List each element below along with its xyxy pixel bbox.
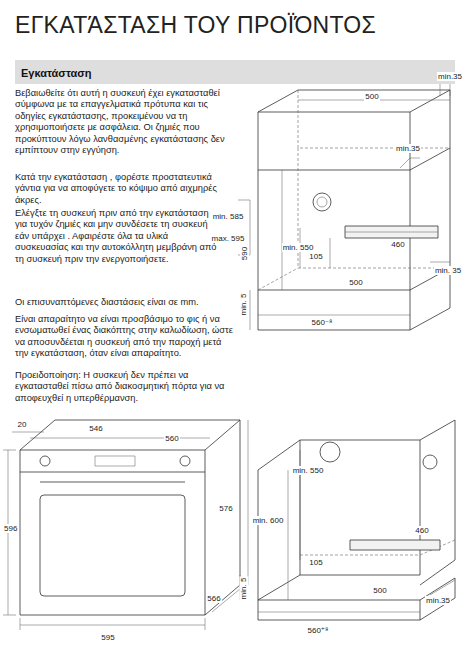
dimension-label: 596: [3, 524, 18, 533]
dimension-label: 500: [348, 278, 363, 287]
drawing-stroke: [20, 618, 205, 630]
drawing-stroke: [20, 450, 205, 615]
dimension-label: min.35: [437, 72, 463, 81]
drawing-stroke: [40, 495, 185, 596]
instruction-paragraph: Είναι απαραίτητο να είναι προσβάσιμο το …: [15, 314, 233, 360]
drawing-stroke: [258, 578, 455, 620]
page-title: ΕΓΚΑΤΆΣΤΑΣΗ ΤΟΥ ΠΡΟΪΌΝΤΟΣ: [15, 12, 376, 39]
instruction-paragraph: Βεβαιωθείτε ότι αυτή η συσκευή έχει εγκα…: [15, 88, 233, 156]
dimension-label: 560⁺⁸: [307, 626, 330, 635]
drawing-stroke: [20, 420, 240, 450]
dimension-label: min.35: [425, 596, 451, 605]
drawing-stroke: [300, 575, 420, 576]
drawing-stroke: [40, 456, 50, 466]
dimension-label: 460: [390, 240, 405, 249]
drawing-stroke: [180, 456, 190, 466]
dimension-label: 560⁻⁸: [311, 318, 334, 327]
drawing-stroke: [400, 158, 420, 168]
dimension-label: min. 600: [252, 516, 285, 525]
dimension-label: 566: [206, 594, 221, 603]
drawing-stroke: [30, 420, 248, 585]
dimension-label: min.35: [395, 144, 421, 153]
instruction-paragraph: Προειδοποίηση: Η συσκευή δεν πρέπει να ε…: [15, 370, 233, 404]
drawing-stroke: [313, 193, 331, 211]
dimension-label: 576: [218, 504, 233, 513]
drawing-stroke: [240, 575, 455, 612]
drawing-stroke: [423, 455, 437, 469]
dimension-label: min. 550: [282, 243, 315, 252]
drawing-stroke: [258, 148, 450, 170]
drawing-stroke: [250, 262, 450, 330]
drawing-stroke: [3, 450, 16, 615]
drawing-stroke: [258, 90, 450, 330]
drawing-stroke: [258, 148, 450, 290]
dimension-label: 560: [164, 434, 179, 443]
drawing-stroke: [12, 432, 44, 433]
drawing-stroke: [420, 420, 455, 585]
section-band: Εγκατάσταση: [15, 60, 455, 84]
dimension-label: 590: [240, 245, 249, 260]
cabinet-top: [238, 84, 450, 330]
drawing-stroke: [320, 442, 340, 462]
drawing-stroke: [350, 540, 440, 550]
drawing-stroke: [258, 90, 450, 112]
drawing-stroke: [95, 456, 135, 466]
dimension-label: min. 550: [292, 466, 325, 475]
dimension-label: min. 5: [239, 576, 248, 600]
drawing-stroke: [258, 268, 450, 290]
dimension-label: 105: [308, 252, 323, 261]
drawing-stroke: [300, 540, 455, 555]
dimension-label: min. 5: [239, 292, 248, 316]
dimension-label: 105: [308, 558, 323, 567]
dimension-label: 500: [372, 586, 387, 595]
drawing-stroke: [40, 482, 185, 483]
drawing-stroke: [317, 197, 327, 207]
dimension-label: 460: [414, 526, 429, 535]
dimension-label: 500: [364, 92, 379, 101]
section-heading: Εγκατάσταση: [21, 67, 92, 79]
dimension-label: 546: [88, 424, 103, 433]
drawing-stroke: [258, 330, 410, 331]
drawing-stroke: [298, 90, 450, 148]
dimension-label: min. 35: [434, 266, 462, 275]
instruction-paragraph: Ελέγξτε τη συσκευή πριν από την εγκατάστ…: [15, 208, 220, 265]
dimension-label: 20: [17, 420, 28, 429]
instruction-paragraph: Κατά την εγκατάσταση , φορέστε προστατευ…: [15, 172, 233, 206]
cabinet-bottom: [240, 420, 455, 620]
drawing-stroke: [258, 170, 438, 315]
instruction-paragraph: Οι επισυναπτόμενες διαστάσεις είναι σε m…: [15, 297, 233, 308]
dimension-label: 595: [100, 633, 115, 642]
dimension-label: min. 585: [212, 212, 245, 221]
drawing-stroke: [20, 472, 205, 473]
oven-drawing: [3, 420, 248, 630]
drawing-stroke: [205, 420, 240, 615]
dimension-label: max. 595: [211, 234, 246, 243]
drawing-stroke: [298, 84, 450, 100]
